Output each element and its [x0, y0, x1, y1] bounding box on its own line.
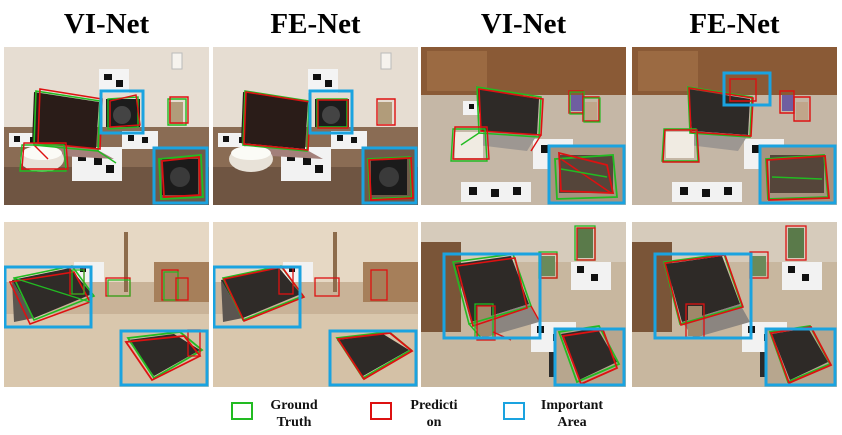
legend-important-area-label: Important Area	[530, 397, 614, 431]
column-title-vinet-left: VI-Net	[63, 8, 150, 40]
legend-prediction-swatch	[370, 402, 392, 420]
result-image-row2-vinet	[4, 222, 209, 387]
legend-prediction-line1: Predicti	[410, 398, 458, 413]
legend-ground-truth-swatch	[231, 402, 253, 420]
legend-important-area-line1: Important	[540, 398, 604, 413]
result-image-row2-fenet	[213, 222, 418, 387]
legend-important-area-swatch	[503, 402, 525, 420]
result-image-row1-fenet	[213, 47, 418, 205]
legend-prediction-label: Predicti on	[402, 397, 466, 431]
legend-ground-truth-label: Ground Truth	[262, 397, 326, 431]
column-title-vinet-right: VI-Net	[480, 8, 567, 40]
legend-prediction-line2: on	[426, 415, 442, 430]
result-image-row2-vinet-b	[421, 222, 626, 387]
column-title-fenet-left: FE-Net	[270, 8, 361, 40]
legend-important-area-line2: Area	[557, 415, 587, 430]
result-image-row1-vinet	[4, 47, 209, 205]
result-image-row1-fenet-b	[632, 47, 837, 205]
result-image-row2-fenet-b	[632, 222, 837, 387]
legend-ground-truth-line1: Ground	[270, 398, 318, 413]
legend-ground-truth-line2: Truth	[276, 415, 312, 430]
result-image-row1-vinet-b	[421, 47, 626, 205]
column-title-fenet-right: FE-Net	[689, 8, 780, 40]
